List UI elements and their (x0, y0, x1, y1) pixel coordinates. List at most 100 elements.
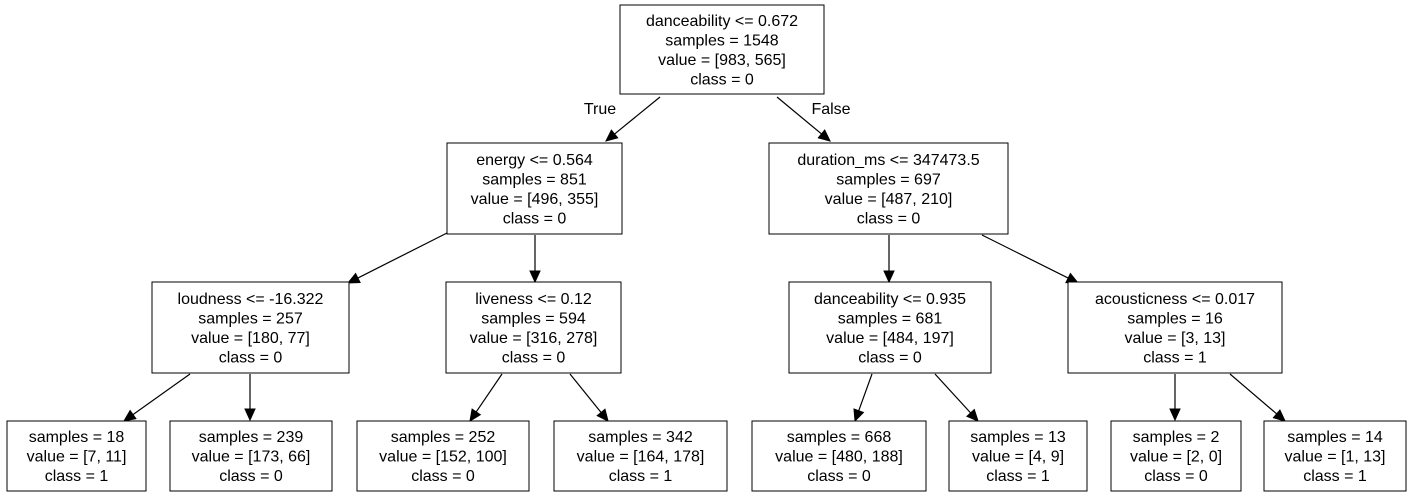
arrowhead-icon (605, 129, 619, 142)
node-box (768, 142, 1009, 235)
node-text-line: value = [180, 77] (191, 330, 310, 347)
node-text-line: class = 1 (609, 468, 673, 485)
node-text-line: class = 0 (502, 349, 566, 366)
edge-line (357, 232, 448, 279)
edge-line (132, 373, 191, 416)
arrowhead-icon (1169, 408, 1181, 422)
edge-n1-n4 (529, 235, 541, 284)
node-text-line: samples = 697 (836, 171, 941, 188)
tree-node-n3: loudness <= -16.322 samples = 257 value = … (151, 281, 350, 374)
arrowhead-icon (817, 129, 831, 142)
arrowhead-icon (883, 270, 895, 284)
edge-n5-n12 (934, 373, 979, 422)
edge-n1-n3 (346, 232, 448, 284)
node-box (1110, 420, 1242, 492)
arrowhead-icon (469, 408, 482, 423)
node-text-line: danceability <= 0.935 (814, 291, 966, 308)
node-text-line: value = [484, 197] (826, 330, 954, 347)
edge-line (934, 373, 972, 414)
edge-n0-n1: True (584, 96, 661, 142)
node-text-line: samples = 681 (838, 310, 943, 327)
node-box (446, 142, 623, 235)
node-text-line: samples = 257 (198, 310, 303, 327)
node-text-line: value = [173, 66] (192, 449, 311, 466)
edges-layer: True False (123, 96, 1286, 423)
edge-n6-n13 (1169, 374, 1181, 422)
node-box (169, 420, 333, 492)
node-text-line: value = [1, 13] (1285, 449, 1386, 466)
node-text-line: class = 0 (219, 349, 283, 366)
arrowhead-icon (853, 408, 865, 423)
node-box (1263, 420, 1407, 492)
node-text-line: class = 0 (503, 210, 567, 227)
node-text-line: samples = 1548 (665, 32, 779, 49)
node-box (788, 281, 992, 374)
node-text-line: samples = 239 (199, 429, 304, 446)
edge-n3-n8 (244, 374, 256, 422)
node-text-line: value = [3, 13] (1125, 330, 1226, 347)
edge-line (1229, 373, 1278, 415)
edge-n4-n9 (469, 373, 503, 423)
edge-line (569, 373, 602, 413)
node-text-line: value = [7, 11] (27, 449, 127, 466)
node-text-line: class = 0 (858, 349, 922, 366)
arrowhead-icon (244, 408, 256, 422)
node-box (553, 420, 728, 492)
node-text-line: acousticness <= 0.017 (1095, 291, 1255, 308)
node-text-line: samples = 16 (1127, 310, 1223, 327)
node-text-line: class = 0 (807, 468, 871, 485)
edge-n6-n14 (1229, 373, 1286, 422)
edge-n2-n5 (883, 235, 895, 284)
node-text-line: value = [152, 100] (379, 449, 507, 466)
node-box (445, 281, 622, 374)
node-text-line: value = [4, 9] (972, 449, 1064, 466)
arrowhead-icon (529, 270, 541, 284)
node-text-line: samples = 252 (391, 429, 496, 446)
arrowhead-icon (123, 409, 137, 422)
tree-node-n6: acousticness <= 0.017 samples = 16 value =… (1067, 281, 1283, 374)
node-text-line: samples = 594 (481, 310, 586, 327)
node-box (948, 420, 1088, 492)
node-text-line: value = [480, 188] (775, 449, 903, 466)
node-text-line: loudness <= -16.322 (178, 291, 324, 308)
edge-label-false: False (811, 101, 850, 118)
edge-line (776, 96, 822, 135)
node-text-line: value = [487, 210] (825, 191, 953, 208)
node-text-line: samples = 18 (29, 429, 125, 446)
arrowhead-icon (965, 408, 979, 422)
node-text-line: class = 1 (45, 468, 109, 485)
tree-node-n7: samples = 18 value = [7, 11] class = 1 (6, 420, 147, 492)
edge-line (614, 96, 661, 135)
edge-line (981, 234, 1069, 279)
node-text-line: value = [316, 278] (470, 330, 598, 347)
node-text-line: class = 0 (1144, 468, 1208, 485)
node-text-line: class = 1 (1303, 468, 1367, 485)
arrowhead-icon (1272, 409, 1286, 422)
edge-n2-n6 (981, 234, 1080, 284)
edge-n0-n2: False (776, 96, 851, 142)
edge-label-true: True (584, 101, 616, 118)
tree-node-n4: liveness <= 0.12 samples = 594 value = [31… (445, 281, 622, 374)
node-box (151, 281, 350, 374)
node-text-line: samples = 851 (482, 171, 587, 188)
node-text-line: liveness <= 0.12 (475, 291, 592, 308)
node-box (356, 420, 530, 492)
tree-node-n5: danceability <= 0.935 samples = 681 value … (788, 281, 992, 374)
node-box (6, 420, 147, 492)
node-text-line: class = 1 (1143, 349, 1207, 366)
arrowhead-icon (346, 272, 361, 284)
node-box (1067, 281, 1283, 374)
node-text-line: samples = 2 (1133, 429, 1220, 446)
node-text-line: samples = 13 (970, 429, 1066, 446)
edge-n4-n10 (569, 373, 609, 422)
